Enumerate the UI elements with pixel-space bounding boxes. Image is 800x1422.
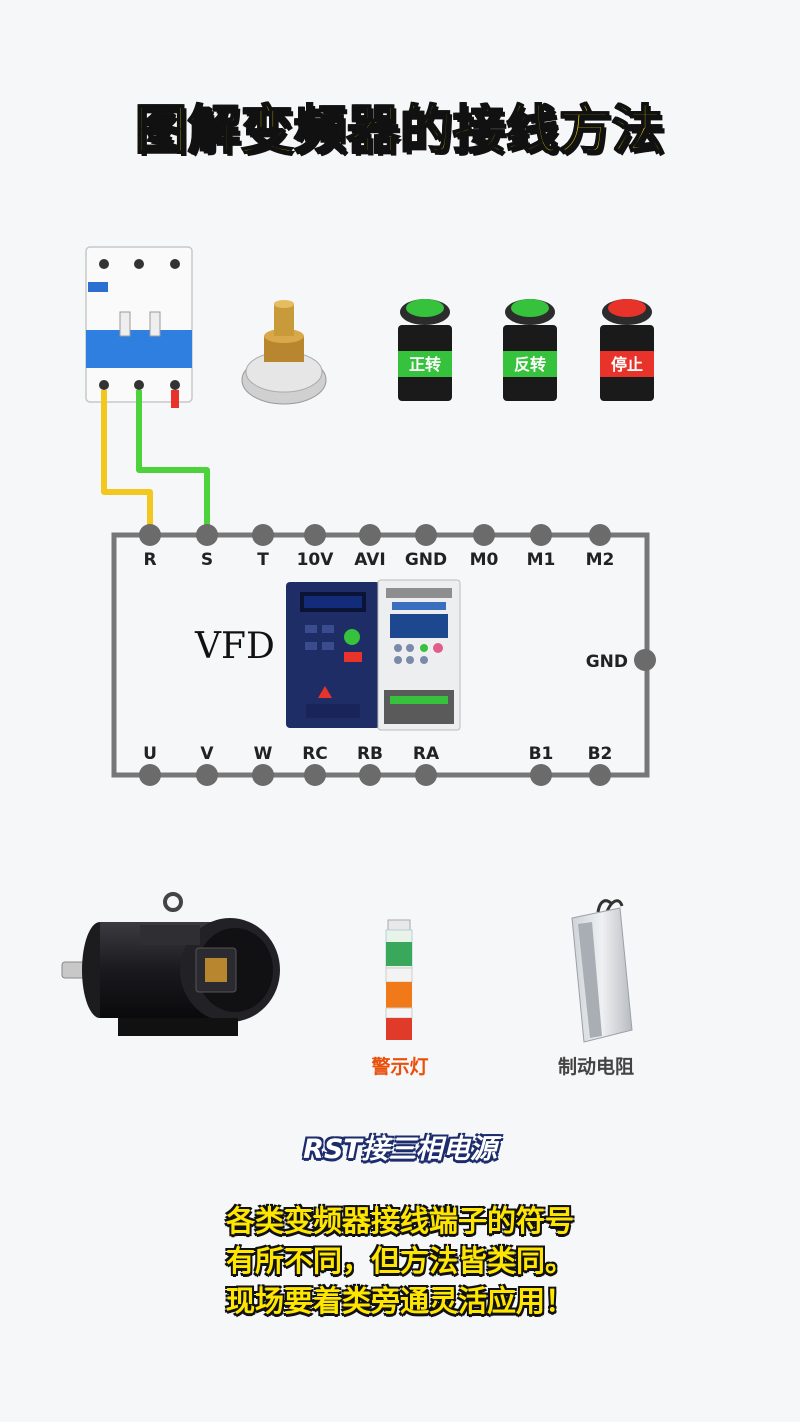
bottom-terminal-row: U V W RC RB RA B1 B2 bbox=[139, 744, 612, 786]
forward-button-label: 正转 bbox=[409, 355, 441, 374]
top-terminal-m1 bbox=[530, 524, 552, 546]
top-terminal-label-m1: M1 bbox=[527, 550, 556, 570]
bottom-terminal-w bbox=[252, 764, 274, 786]
wire-yellow bbox=[101, 390, 153, 532]
top-terminal-label-m0: M0 bbox=[470, 550, 499, 570]
bottom-terminal-label-b1: B1 bbox=[529, 744, 554, 764]
circuit-breaker bbox=[85, 246, 193, 408]
top-terminal-gnd bbox=[415, 524, 437, 546]
top-terminal-m2 bbox=[589, 524, 611, 546]
top-terminal-label-10v: 10V bbox=[297, 550, 335, 570]
top-terminal-avi bbox=[359, 524, 381, 546]
top-terminal-label-t: T bbox=[257, 550, 269, 570]
reverse-button: 反转 bbox=[503, 299, 557, 401]
top-terminal-m0 bbox=[473, 524, 495, 546]
bottom-terminal-label-w: W bbox=[254, 744, 273, 764]
bottom-terminal-label-rc: RC bbox=[302, 744, 328, 764]
vfd-drive-white bbox=[377, 579, 461, 731]
bottom-terminal-u bbox=[139, 764, 161, 786]
stop-button-label: 停止 bbox=[611, 355, 643, 374]
bottom-terminal-ra bbox=[415, 764, 437, 786]
potentiometer-icon bbox=[241, 300, 327, 405]
bottom-terminal-label-v: V bbox=[200, 744, 214, 764]
stop-button-cap bbox=[608, 299, 646, 317]
top-terminal-label-gnd: GND bbox=[405, 550, 447, 570]
bottom-terminal-label-u: U bbox=[143, 744, 157, 764]
top-terminal-label-avi: AVI bbox=[354, 550, 386, 570]
bottom-terminal-label-rb: RB bbox=[357, 744, 383, 764]
brake-resistor-label: 制动电阻 bbox=[558, 1055, 634, 1078]
page-title: 图解变频器的接线方法 bbox=[134, 99, 665, 162]
side-terminal-gnd: GND bbox=[586, 649, 656, 672]
bottom-terminal-label-b2: B2 bbox=[588, 744, 613, 764]
warning-light-label: 警示灯 bbox=[371, 1055, 428, 1078]
top-terminal-10v bbox=[304, 524, 326, 546]
top-terminal-label-r: R bbox=[143, 550, 156, 570]
reverse-button-cap bbox=[511, 299, 549, 317]
bottom-terminal-v bbox=[196, 764, 218, 786]
vfd-drive-blue bbox=[286, 582, 380, 728]
top-terminal-label-s: S bbox=[201, 550, 213, 570]
bottom-terminal-b2 bbox=[589, 764, 611, 786]
vfd-label: VFD bbox=[194, 626, 275, 667]
bottom-terminal-label-ra: RA bbox=[413, 744, 440, 764]
top-terminal-row: R S T 10V AVI GND M0 M1 M2 bbox=[139, 524, 614, 570]
bottom-terminal-b1 bbox=[530, 764, 552, 786]
caption-line-1: 各类变频器接线端子的符号 bbox=[225, 1204, 574, 1238]
caption-line-3: 现场要着类旁通灵活应用！ bbox=[225, 1284, 574, 1318]
wire-green bbox=[136, 390, 210, 532]
top-terminal-t bbox=[252, 524, 274, 546]
subtitle: RST接三相电源 bbox=[303, 1134, 497, 1165]
bottom-terminal-rb bbox=[359, 764, 381, 786]
warning-light-icon: 警示灯 bbox=[371, 919, 429, 1078]
forward-button-cap bbox=[406, 299, 444, 317]
top-terminal-s bbox=[196, 524, 218, 546]
reverse-button-label: 反转 bbox=[514, 355, 546, 374]
top-terminal-r bbox=[139, 524, 161, 546]
forward-button: 正转 bbox=[398, 299, 452, 401]
side-terminal-label: GND bbox=[586, 652, 628, 672]
motor-icon bbox=[61, 892, 280, 1036]
bottom-terminal-rc bbox=[304, 764, 326, 786]
brake-resistor-icon: 制动电阻 bbox=[558, 899, 634, 1078]
stop-button: 停止 bbox=[600, 299, 654, 401]
top-terminal-label-m2: M2 bbox=[586, 550, 615, 570]
caption-line-2: 有所不同，但方法皆类同。 bbox=[225, 1244, 574, 1278]
